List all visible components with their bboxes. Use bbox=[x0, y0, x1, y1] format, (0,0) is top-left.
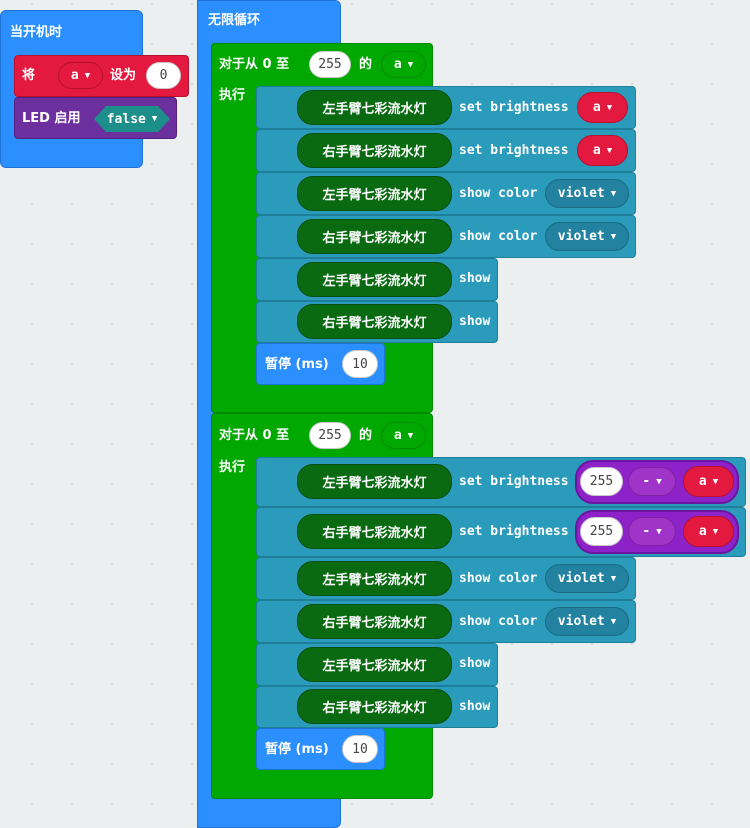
action-label: show bbox=[459, 656, 491, 671]
color-value: violet bbox=[557, 614, 605, 629]
operand-right-var: a bbox=[698, 524, 707, 539]
operator-value: - bbox=[642, 524, 651, 539]
pause-value-input[interactable]: 10 bbox=[342, 735, 378, 763]
brightness-var-dropdown[interactable]: a▼ bbox=[577, 92, 628, 123]
chevron-down-icon: ▼ bbox=[610, 231, 617, 242]
action-label: show bbox=[459, 699, 491, 714]
chevron-down-icon: ▼ bbox=[151, 114, 158, 124]
device-label[interactable]: 左手臂七彩流水灯 bbox=[297, 90, 452, 125]
loop-variable-dropdown[interactable]: a▼ bbox=[381, 51, 426, 78]
pause-label: 暂停 (ms) bbox=[265, 742, 329, 757]
device-label[interactable]: 右手臂七彩流水灯 bbox=[297, 514, 452, 549]
chevron-down-icon: ▼ bbox=[610, 616, 617, 627]
action-label: show color bbox=[459, 229, 538, 244]
device-label[interactable]: 左手臂七彩流水灯 bbox=[297, 647, 452, 682]
for-label: 对于从 0 至 bbox=[219, 57, 290, 72]
pause-value-input[interactable]: 10 bbox=[342, 350, 378, 378]
device-label[interactable]: 右手臂七彩流水灯 bbox=[297, 133, 452, 168]
loop-max-input[interactable]: 255 bbox=[309, 422, 351, 449]
device-label[interactable]: 右手臂七彩流水灯 bbox=[297, 604, 452, 639]
operand-right-dropdown[interactable]: a▼ bbox=[683, 516, 734, 547]
pause-label: 暂停 (ms) bbox=[265, 357, 329, 372]
chevron-down-icon: ▼ bbox=[610, 188, 617, 199]
set-label: 将 bbox=[22, 68, 36, 83]
action-label: set brightness bbox=[459, 474, 569, 489]
action-label: show bbox=[459, 271, 491, 286]
do-label: 执行 bbox=[219, 88, 246, 103]
boolean-dropdown[interactable]: false ▼ bbox=[94, 106, 170, 132]
device-label[interactable]: 右手臂七彩流水灯 bbox=[297, 304, 452, 339]
variable-dropdown[interactable]: a▼ bbox=[58, 62, 103, 89]
action-label: show bbox=[459, 314, 491, 329]
action-label: set brightness bbox=[459, 100, 569, 115]
chevron-down-icon: ▼ bbox=[606, 145, 613, 156]
device-label[interactable]: 左手臂七彩流水灯 bbox=[297, 176, 452, 211]
operand-left-input[interactable]: 255 bbox=[580, 467, 623, 496]
variable-name: a bbox=[70, 68, 79, 83]
device-label[interactable]: 右手臂七彩流水灯 bbox=[297, 689, 452, 724]
color-value: violet bbox=[557, 186, 605, 201]
brightness-var-dropdown[interactable]: a▼ bbox=[577, 135, 628, 166]
device-label[interactable]: 左手臂七彩流水灯 bbox=[297, 561, 452, 596]
action-label: show color bbox=[459, 614, 538, 629]
loop-variable-name: a bbox=[393, 428, 402, 443]
set-value-input[interactable]: 0 bbox=[146, 62, 181, 89]
chevron-down-icon: ▼ bbox=[656, 526, 662, 537]
of-label: 的 bbox=[359, 57, 373, 72]
device-label[interactable]: 左手臂七彩流水灯 bbox=[297, 262, 452, 297]
do-label: 执行 bbox=[219, 460, 246, 475]
action-label: show color bbox=[459, 571, 538, 586]
chevron-down-icon: ▼ bbox=[712, 526, 719, 537]
operator-value: - bbox=[642, 474, 651, 489]
brightness-var: a bbox=[592, 100, 601, 115]
operator-dropdown[interactable]: -▼ bbox=[628, 467, 676, 496]
chevron-down-icon: ▼ bbox=[656, 476, 662, 487]
operand-left-input[interactable]: 255 bbox=[580, 517, 623, 546]
for-label: 对于从 0 至 bbox=[219, 428, 290, 443]
chevron-down-icon: ▼ bbox=[407, 59, 414, 70]
action-label: show color bbox=[459, 186, 538, 201]
action-label: set brightness bbox=[459, 524, 569, 539]
chevron-down-icon: ▼ bbox=[84, 70, 91, 81]
color-dropdown[interactable]: violet ▼ bbox=[545, 179, 629, 208]
chevron-down-icon: ▼ bbox=[606, 102, 613, 113]
color-dropdown[interactable]: violet ▼ bbox=[545, 222, 629, 251]
chevron-down-icon: ▼ bbox=[407, 430, 414, 441]
boolean-value: false bbox=[106, 111, 146, 127]
device-label[interactable]: 左手臂七彩流水灯 bbox=[297, 464, 452, 499]
loop-variable-name: a bbox=[393, 57, 402, 72]
device-label[interactable]: 右手臂七彩流水灯 bbox=[297, 219, 452, 254]
color-value: violet bbox=[557, 229, 605, 244]
operand-right-var: a bbox=[698, 474, 707, 489]
operator-dropdown[interactable]: -▼ bbox=[628, 517, 676, 546]
color-dropdown[interactable]: violet ▼ bbox=[545, 564, 629, 593]
chevron-down-icon: ▼ bbox=[610, 573, 617, 584]
on-start-title: 当开机时 bbox=[10, 25, 63, 40]
led-enable-label: LED 启用 bbox=[22, 111, 81, 126]
set-to-label: 设为 bbox=[110, 68, 137, 83]
loop-variable-dropdown[interactable]: a▼ bbox=[381, 422, 426, 449]
brightness-var: a bbox=[592, 143, 601, 158]
forever-title: 无限循环 bbox=[208, 13, 261, 28]
color-dropdown[interactable]: violet ▼ bbox=[545, 607, 629, 636]
chevron-down-icon: ▼ bbox=[712, 476, 719, 487]
operand-right-dropdown[interactable]: a▼ bbox=[683, 466, 734, 497]
color-value: violet bbox=[557, 571, 605, 586]
of-label: 的 bbox=[359, 428, 373, 443]
loop-max-input[interactable]: 255 bbox=[309, 51, 351, 78]
action-label: set brightness bbox=[459, 143, 569, 158]
